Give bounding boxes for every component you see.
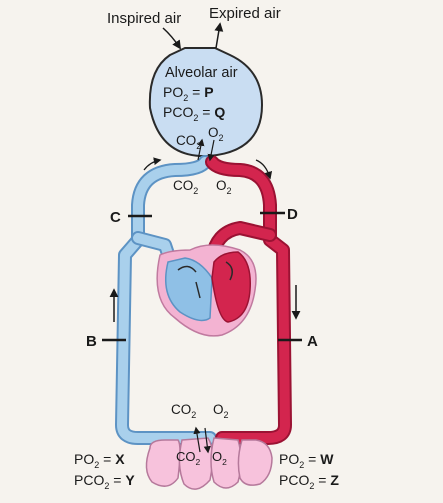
tissue-o2-label: O2 <box>213 402 229 420</box>
alveolar-po2: PO2 = P <box>163 84 214 103</box>
capillary-co2-label: CO2 <box>173 178 198 196</box>
heart <box>156 244 257 337</box>
point-c-label: C <box>110 209 121 226</box>
right-ventricle <box>165 257 213 322</box>
inspired-air-arrow <box>162 27 181 50</box>
point-markers <box>102 211 302 342</box>
tissue-co2-label: CO2 <box>171 402 196 420</box>
tissue-cells <box>145 437 273 490</box>
flow-arrow-pulmonary-right <box>255 159 273 180</box>
point-b-label: B <box>86 333 97 350</box>
alveolar-co2-label: CO2 <box>176 133 201 151</box>
tissue-inner-co2-label: CO2 <box>176 449 201 467</box>
point-a-label: A <box>307 333 318 350</box>
tissue-right-po2: PO2 = W <box>279 451 334 470</box>
alveolar-pco2: PCO2 = Q <box>163 104 225 123</box>
left-ventricle <box>211 251 251 323</box>
alveolar-exchange-arrows <box>197 138 215 162</box>
alveolar-air-label: Alveolar air <box>165 65 238 81</box>
expired-air-label: Expired air <box>209 5 281 22</box>
flow-arrow-pulmonary-left <box>143 157 162 171</box>
alveolus <box>148 47 264 158</box>
tissue-left-pco2: PCO2 = Y <box>74 472 135 491</box>
tissue-left-po2: PO2 = X <box>74 451 125 470</box>
capillary-o2-label: O2 <box>216 178 232 196</box>
tissue-exchange-arrows <box>193 426 211 454</box>
expired-air-arrow <box>214 22 224 49</box>
point-d-label: D <box>287 206 298 223</box>
tissue-inner-o2-label: O2 <box>212 449 227 467</box>
inspired-air-label: Inspired air <box>107 10 181 27</box>
alveolar-o2-label: O2 <box>208 125 224 143</box>
oxygenated-vessel <box>205 155 292 445</box>
tissue-right-pco2: PCO2 = Z <box>279 472 339 491</box>
